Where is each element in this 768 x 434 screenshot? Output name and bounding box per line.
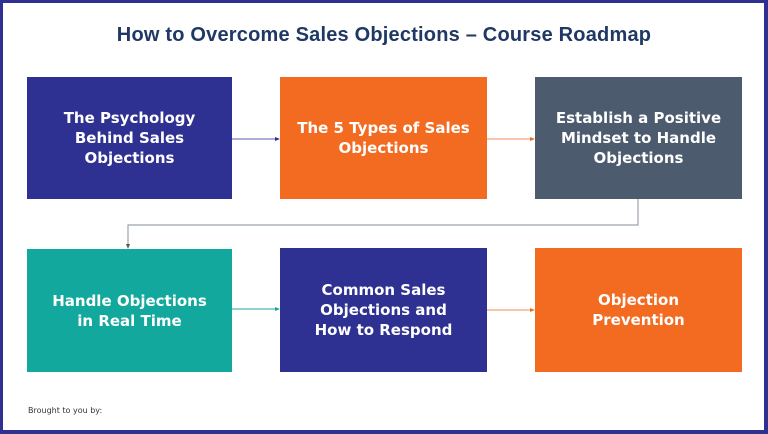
- arrow-3-to-4: [126, 199, 639, 249]
- step-4-label: Handle Objections in Real Time: [52, 291, 207, 330]
- arrow-4-to-5: [232, 307, 280, 311]
- step-1-box: The Psychology Behind Sales Objections: [27, 77, 232, 199]
- page-title: How to Overcome Sales Objections – Cours…: [116, 24, 652, 46]
- step-3-label: Establish a Positive Mindset to Handle O…: [555, 109, 722, 167]
- step-5-label: Common Sales Objections and How to Respo…: [314, 281, 453, 339]
- arrow-2-to-3: [487, 137, 535, 141]
- step-2-box: The 5 Types of Sales Objections: [280, 77, 487, 199]
- arrow-5-to-6: [487, 308, 535, 312]
- step-3-box: Establish a Positive Mindset to Handle O…: [535, 77, 742, 199]
- arrow-1-to-2: [232, 137, 280, 141]
- step-6-box: Objection Prevention: [535, 248, 742, 372]
- step-2-label: The 5 Types of Sales Objections: [297, 119, 470, 157]
- step-5-box: Common Sales Objections and How to Respo…: [280, 248, 487, 372]
- step-4-box: Handle Objections in Real Time: [27, 249, 232, 372]
- footer-credit: Brought to you by:: [28, 406, 103, 415]
- step-1-label: The Psychology Behind Sales Objections: [63, 109, 196, 167]
- step-6-label: Objection Prevention: [592, 291, 685, 329]
